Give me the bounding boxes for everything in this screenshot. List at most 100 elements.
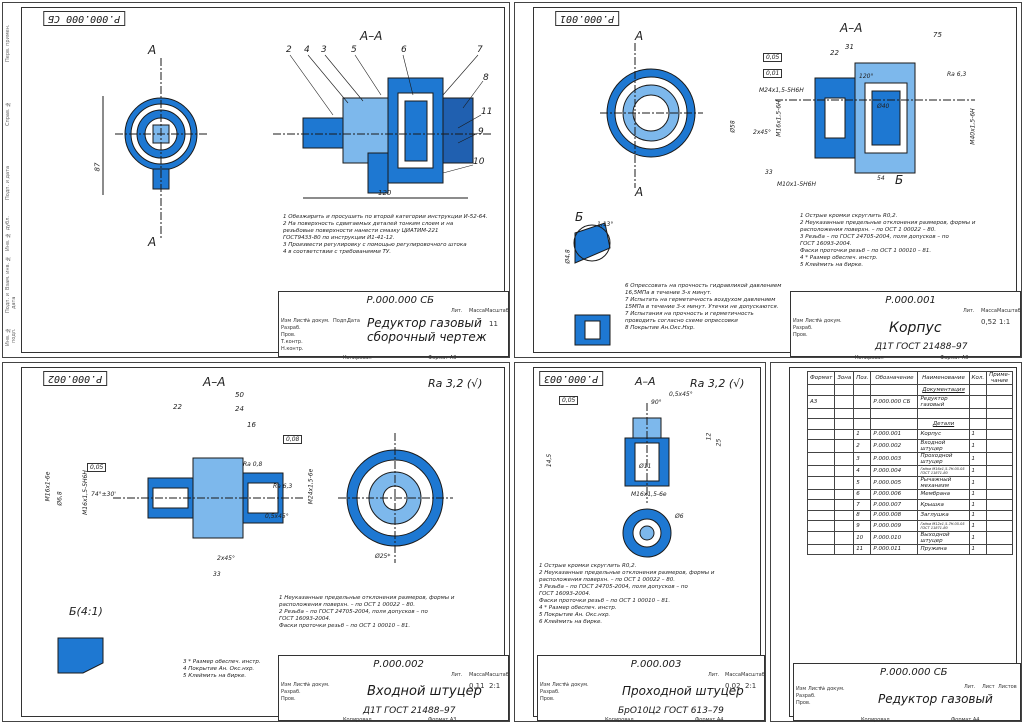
footer-copied: Копировал xyxy=(605,717,634,723)
sheet-assembly: Перв. примен. Справ. № Подп. и дата Инв.… xyxy=(2,2,510,361)
dim: Ø6 xyxy=(675,513,684,520)
dim: 54 xyxy=(877,175,885,182)
note-line: 4 * Размер обеспеч. инстр. xyxy=(539,605,617,611)
spec-code: Р.000.009 xyxy=(870,520,919,532)
stamp-label: Масштаб xyxy=(485,672,509,678)
dim: Ø4,8 xyxy=(564,249,572,264)
spec-section-row: Документация xyxy=(806,384,1013,396)
spec-qty: 1 xyxy=(968,530,988,545)
stamp-label: Лист xyxy=(293,318,306,324)
spec-header: Обозначение xyxy=(870,371,919,385)
spec-pos: 3 xyxy=(853,452,872,466)
note-line: Фаски проточки резьб – по ОСТ 1 00010 – … xyxy=(279,623,411,629)
dim: M24x1,5-6е xyxy=(307,468,315,505)
spec-pos: 1 xyxy=(853,428,872,440)
dim: 12 xyxy=(705,432,713,441)
spec-header: Зона xyxy=(834,371,855,385)
note-line: 7 Испытать на герметичность воздухом дав… xyxy=(625,297,776,303)
spec-code: Р.000.000 СБ xyxy=(870,394,919,409)
note-line: 1 Острые кромки скруглить R0,2. xyxy=(800,213,898,219)
stamp-label: Разраб. xyxy=(281,325,301,331)
stamp-code: Р.000.000 СБ xyxy=(366,295,435,306)
balloon: 7 xyxy=(477,45,483,55)
section-title: А–А xyxy=(840,21,863,35)
title-block: Изм Лист № докум. Разраб. Пров. Р.000.00… xyxy=(278,655,509,721)
stamp-code: Р.000.003 xyxy=(630,659,682,670)
roughness: Ra 0,8 xyxy=(243,461,263,468)
spec-name: Редуктор газовый xyxy=(917,394,970,409)
spec-section: Детали xyxy=(917,418,970,430)
spec-qty: 1 xyxy=(968,488,988,500)
spec-qty: 1 xyxy=(968,439,988,453)
spec-qty: 1 xyxy=(968,520,988,532)
dim: 22 xyxy=(173,403,182,411)
spec-code: Р.000.007 xyxy=(870,499,919,511)
spec-name: Проходной штуцер xyxy=(917,452,970,466)
spec-qty: 1 xyxy=(968,475,988,490)
dim: M16x1-6е xyxy=(44,471,52,502)
note-line: 6 Опрессовать на прочность гидравликой д… xyxy=(625,283,782,289)
stamp-label: Подп. xyxy=(333,318,349,324)
spec-code: Р.000.002 xyxy=(870,439,919,453)
stamp-label: Лист xyxy=(552,682,565,688)
note-line: 4 * Размер обеспеч. инстр. xyxy=(800,255,878,261)
footer-copied: Копировал xyxy=(861,717,890,723)
note-line: 6 Клеймить на бирке. xyxy=(539,619,603,625)
stamp-label: Разраб. xyxy=(540,689,560,695)
stamp-code: Р.000.001 xyxy=(885,295,936,306)
section-mark-a: А xyxy=(148,43,157,57)
dim: 90° xyxy=(651,399,662,406)
assembly-drawing xyxy=(102,54,493,238)
stamp-scale: 1:1 xyxy=(999,318,1011,326)
section-mark-a: А xyxy=(148,235,157,249)
inlet-drawing xyxy=(57,433,453,674)
stamp-label: Лит. xyxy=(451,672,463,678)
stamp-code: Р.000.000 СБ xyxy=(879,667,948,678)
dim: 74°±30' xyxy=(91,491,116,498)
dim: M16x1,5-6Н xyxy=(775,100,783,137)
detail-mark-b: Б xyxy=(895,173,904,187)
spec-section-row: Детали xyxy=(806,418,1013,430)
stamp-label: Изм xyxy=(793,318,804,324)
stamp-label: Лит. xyxy=(964,684,976,690)
note-line: 1 Острые кромки скруглить R0,2. xyxy=(539,563,637,569)
tolerance-frame: 0,05 xyxy=(87,463,107,472)
balloon: 6 xyxy=(401,45,407,55)
spec-code: Р.000.011 xyxy=(870,543,919,555)
dim: 2х45° xyxy=(753,129,772,136)
dim: Ø11 xyxy=(639,463,652,470)
stamp-scale: 2:1 xyxy=(745,682,757,690)
tolerance-frame: 0,01 xyxy=(763,69,783,78)
stamp-label: Лит. xyxy=(708,672,720,678)
dim: 16 xyxy=(247,421,256,429)
body-section-view xyxy=(775,62,975,174)
dim: 31 xyxy=(845,43,854,51)
note-line: Фаски проточки резьб – по ОСТ 1 00010 – … xyxy=(539,598,671,604)
stamp-label: № докум. xyxy=(305,682,330,688)
stamp-label: Масса xyxy=(469,672,485,678)
stamp-label: № докум. xyxy=(564,682,589,688)
stamp-label: Масса xyxy=(725,672,741,678)
sheet-inlet-fitting: Р.000.002 Ra 3,2 (√) А–А Б(4:1) 50 22 24… xyxy=(2,362,510,723)
stamp-label: Н.контр. xyxy=(281,346,304,352)
note-line: 15МПа в течение 3-х минут. Утечки не доп… xyxy=(625,304,779,310)
spec-code: Р.000.001 xyxy=(870,428,919,440)
title-block: Изм Лист № докум. Разраб. Пров. Р.000.00… xyxy=(790,291,1021,357)
stamp-title: Редуктор газовый xyxy=(878,692,993,706)
test-scheme xyxy=(574,314,611,346)
dim: 22 xyxy=(830,49,839,57)
dim: M16x1,5-5Н6Н xyxy=(81,470,89,515)
stamp-label: Масса xyxy=(981,308,997,314)
note-line: 7 Испытания на прочность и герметичность xyxy=(625,311,754,317)
stamp-label: Лист xyxy=(805,318,818,324)
stamp-label: Масштаб xyxy=(997,308,1021,314)
note-line: 5 Клеймить на бирке. xyxy=(800,262,864,268)
note-line: 2 На поверхность сдвигаемых деталей тонк… xyxy=(283,221,454,227)
spec-code: Р.000.003 xyxy=(870,452,919,466)
note-line: 3 * Размер обеспеч. инстр. xyxy=(183,659,261,665)
